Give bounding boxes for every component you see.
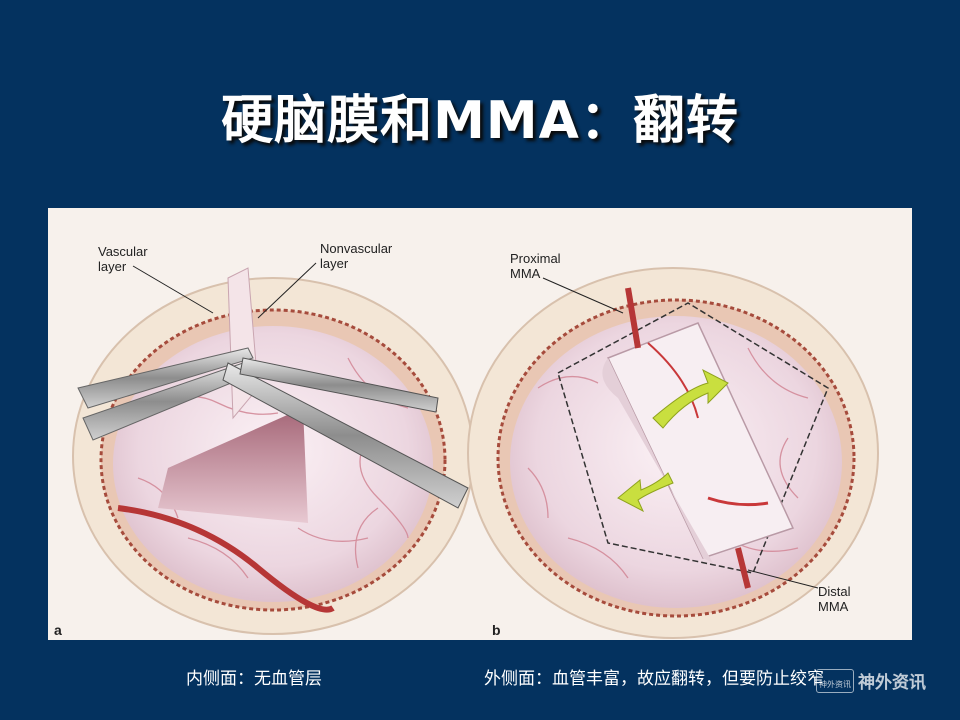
watermark: 神外资讯 神外资讯 [816, 668, 926, 693]
caption-left: 内侧面：无血管层 [186, 669, 322, 689]
label-proximal-mma: Proximal MMA [510, 251, 561, 281]
panel-letter-a: a [54, 622, 62, 638]
label-distal-mma: Distal MMA [818, 584, 851, 614]
panel-a-drawing [72, 262, 474, 635]
illustration-drawing [72, 262, 879, 639]
watermark-text: 神外资讯 [858, 673, 926, 693]
caption-right: 外侧面：血管丰富，故应翻转，但要防止绞窄 [484, 669, 824, 689]
label-vascular-layer: Vascular layer [98, 244, 148, 274]
panel-letter-b: b [492, 622, 501, 638]
watermark-logo: 神外资讯 [816, 668, 854, 693]
slide-title: 硬脑膜和MMA：翻转 [221, 91, 739, 151]
surgical-illustration: Vascular layer Nonvascular layer Proxima… [48, 208, 912, 640]
panel-b-drawing [467, 267, 879, 639]
label-nonvascular-layer: Nonvascular layer [320, 241, 393, 271]
